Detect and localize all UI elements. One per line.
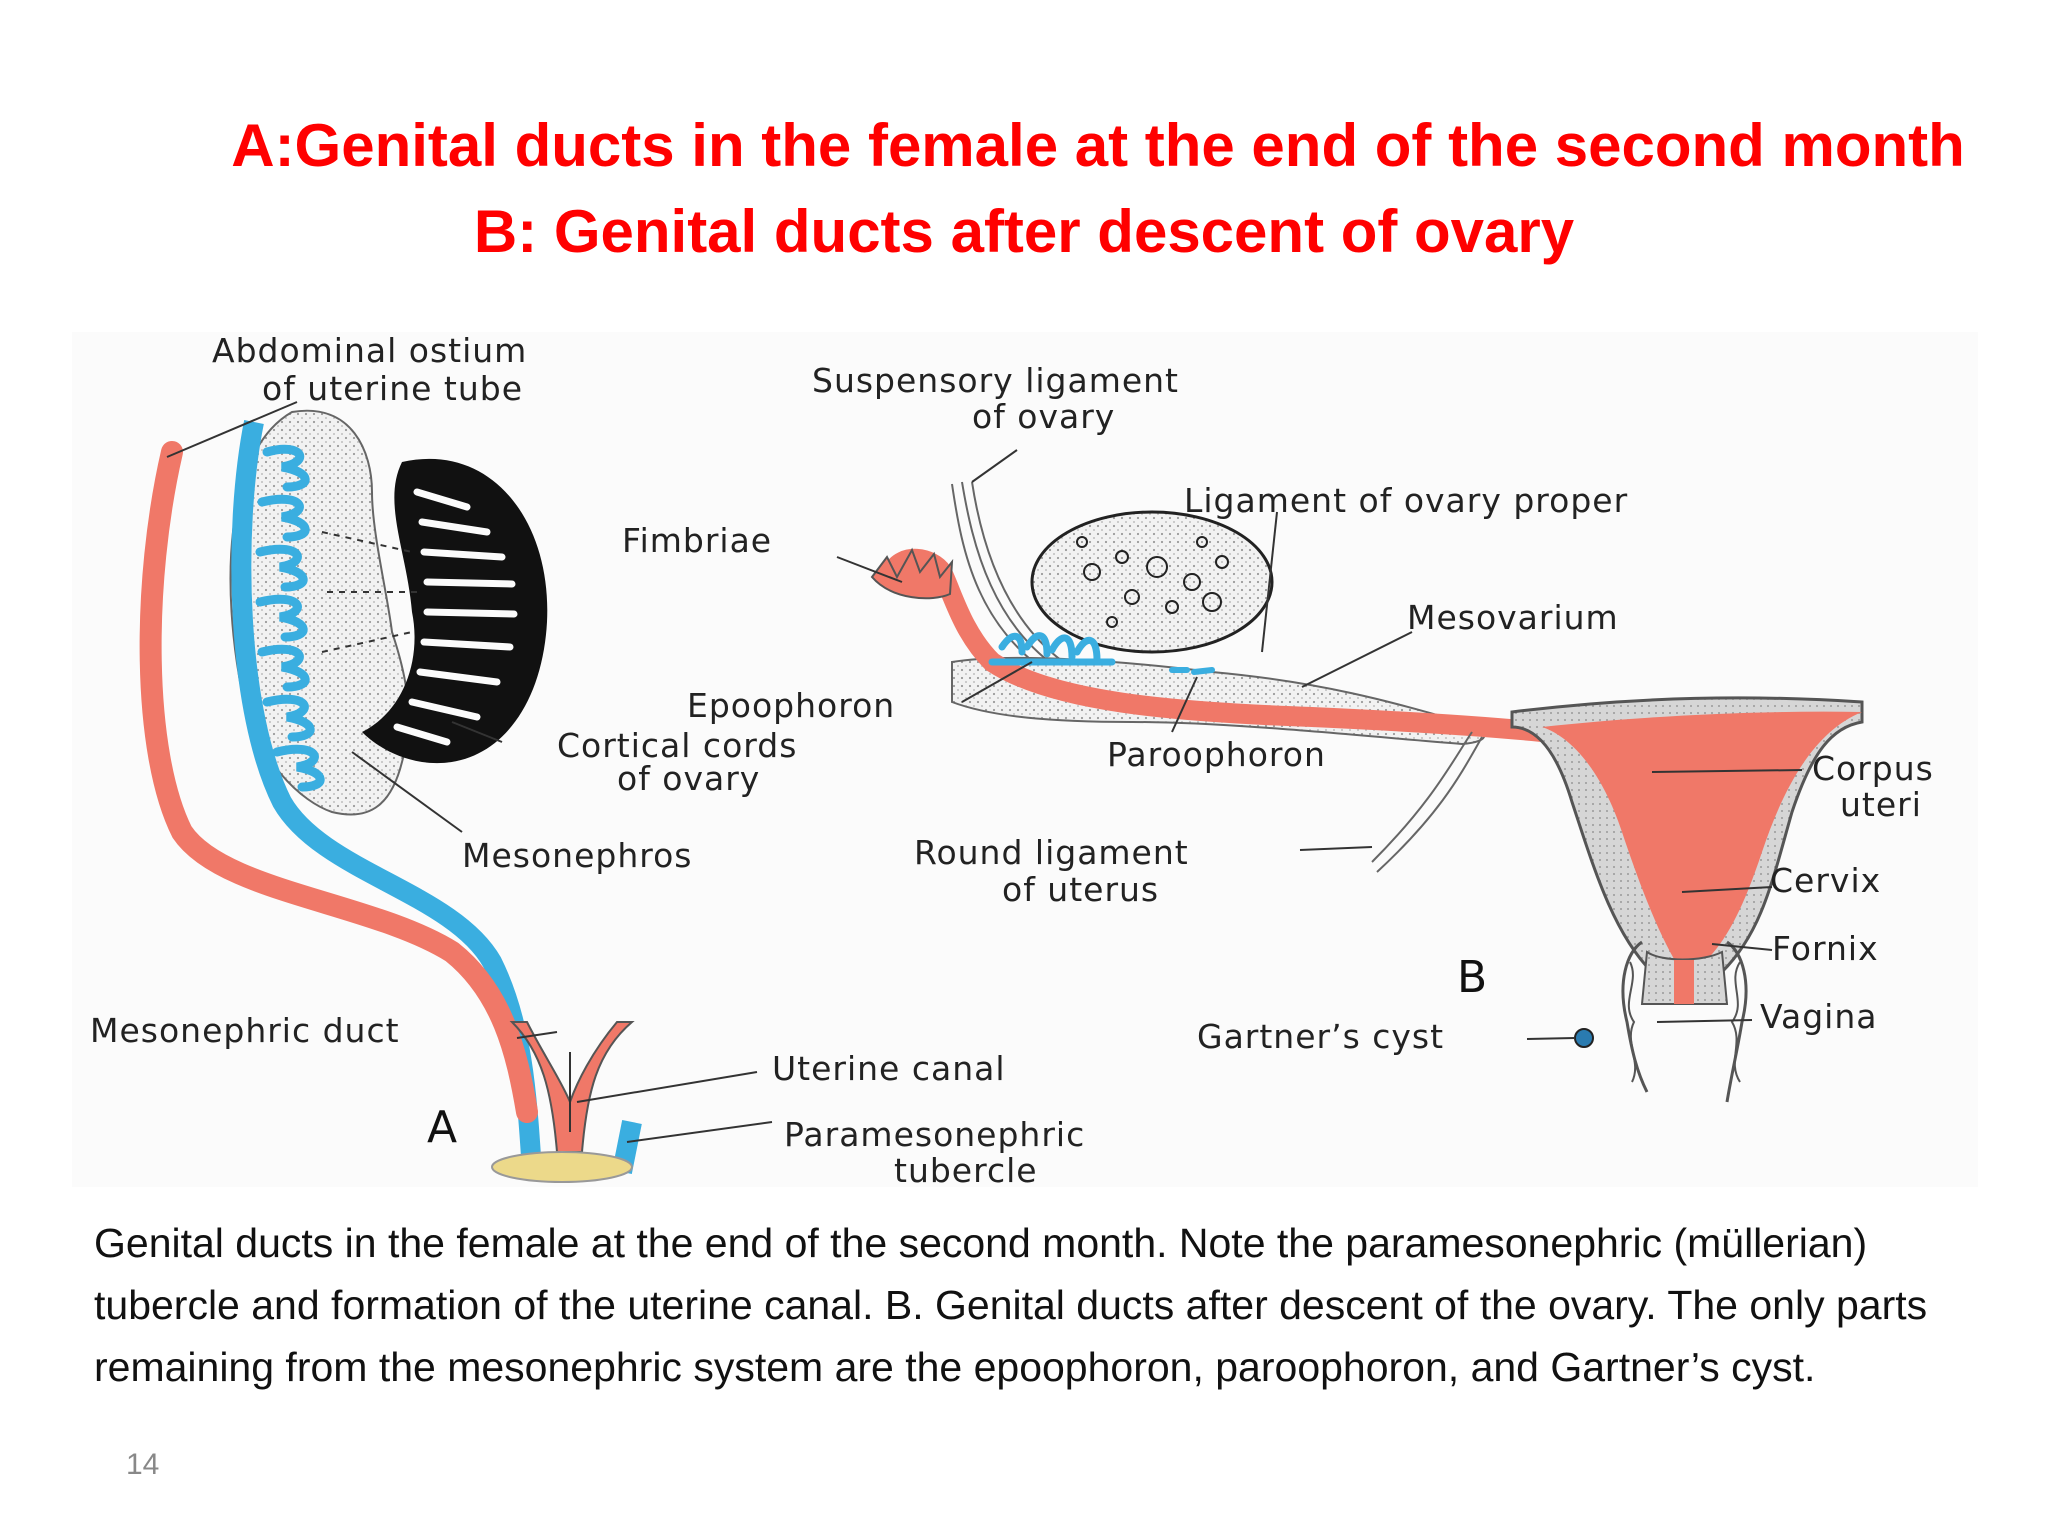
uterine-canal-shape <box>509 1021 635 1153</box>
label-mesonephros: Mesonephros <box>462 836 692 875</box>
uterine-tube <box>883 548 1543 742</box>
panel-b-letter: B <box>1457 952 1487 1003</box>
fimbriae-shape <box>870 547 954 600</box>
label-paramesonephric-tubercle-1: Paramesonephric <box>784 1115 1085 1154</box>
label-fornix: Fornix <box>1772 929 1879 968</box>
label-gartners-cyst: Gartner’s cyst <box>1197 1017 1444 1056</box>
label-vagina: Vagina <box>1760 997 1878 1036</box>
slide-page-number: 14 <box>126 1448 160 1481</box>
panel-a: Abdominal ostium of uterine tube Cortica… <box>90 332 1085 1187</box>
label-mesonephric-duct: Mesonephric duct <box>90 1011 400 1050</box>
label-corpus-uteri-2: uteri <box>1840 785 1922 824</box>
figure-caption: Genital ducts in the female at the end o… <box>94 1220 1928 1390</box>
slide-title-b: B: Genital ducts after descent of ovary <box>473 198 1575 265</box>
label-ligament-of-ovary-proper: Ligament of ovary proper <box>1184 481 1628 520</box>
label-paroophoron: Paroophoron <box>1107 735 1326 774</box>
label-fimbriae: Fimbriae <box>622 521 772 560</box>
ovarian-follicles <box>1076 536 1229 628</box>
epoophoron-tubules <box>988 632 1116 666</box>
ovary-b <box>1030 510 1274 654</box>
label-suspensory-ligament-1: Suspensory ligament <box>812 361 1179 400</box>
paroophoron-tubules <box>1169 667 1215 675</box>
label-suspensory-ligament-2: of ovary <box>972 397 1115 436</box>
label-round-ligament-2: of uterus <box>1002 870 1159 909</box>
slide-title-a: A:Genital ducts in the female at the end… <box>231 112 1965 179</box>
label-abdominal-ostium-1: Abdominal ostium <box>212 332 527 370</box>
paramesonephric-tubercle-shape <box>491 1151 633 1183</box>
label-paramesonephric-tubercle-2: tubercle <box>894 1151 1038 1187</box>
uterine-cavity <box>1542 711 1862 972</box>
mesonephros-body <box>229 409 410 816</box>
label-mesovarium: Mesovarium <box>1407 598 1619 637</box>
cortical-cords <box>393 488 518 746</box>
gartners-cyst-shape <box>1574 1028 1594 1048</box>
paramesonephric-duct <box>139 441 538 1123</box>
panel-a-letter: A <box>427 1102 457 1153</box>
label-corpus-uteri-1: Corpus <box>1812 749 1934 788</box>
genital-ducts-diagram: Abdominal ostium of uterine tube Cortica… <box>72 332 1978 1187</box>
panel-b: Suspensory ligament of ovary Ligament of… <box>622 361 1934 1103</box>
label-cortical-cords-1: Cortical cords <box>557 726 797 765</box>
mesonephric-tubules <box>255 444 325 792</box>
vagina-wall <box>1621 940 1748 1103</box>
label-round-ligament-1: Round ligament <box>914 833 1189 872</box>
label-abdominal-ostium-2: of uterine tube <box>262 369 523 408</box>
label-cervix: Cervix <box>1770 861 1881 900</box>
label-epoophoron: Epoophoron <box>687 686 895 725</box>
label-uterine-canal: Uterine canal <box>772 1049 1006 1088</box>
label-cortical-cords-2: of ovary <box>617 759 760 798</box>
